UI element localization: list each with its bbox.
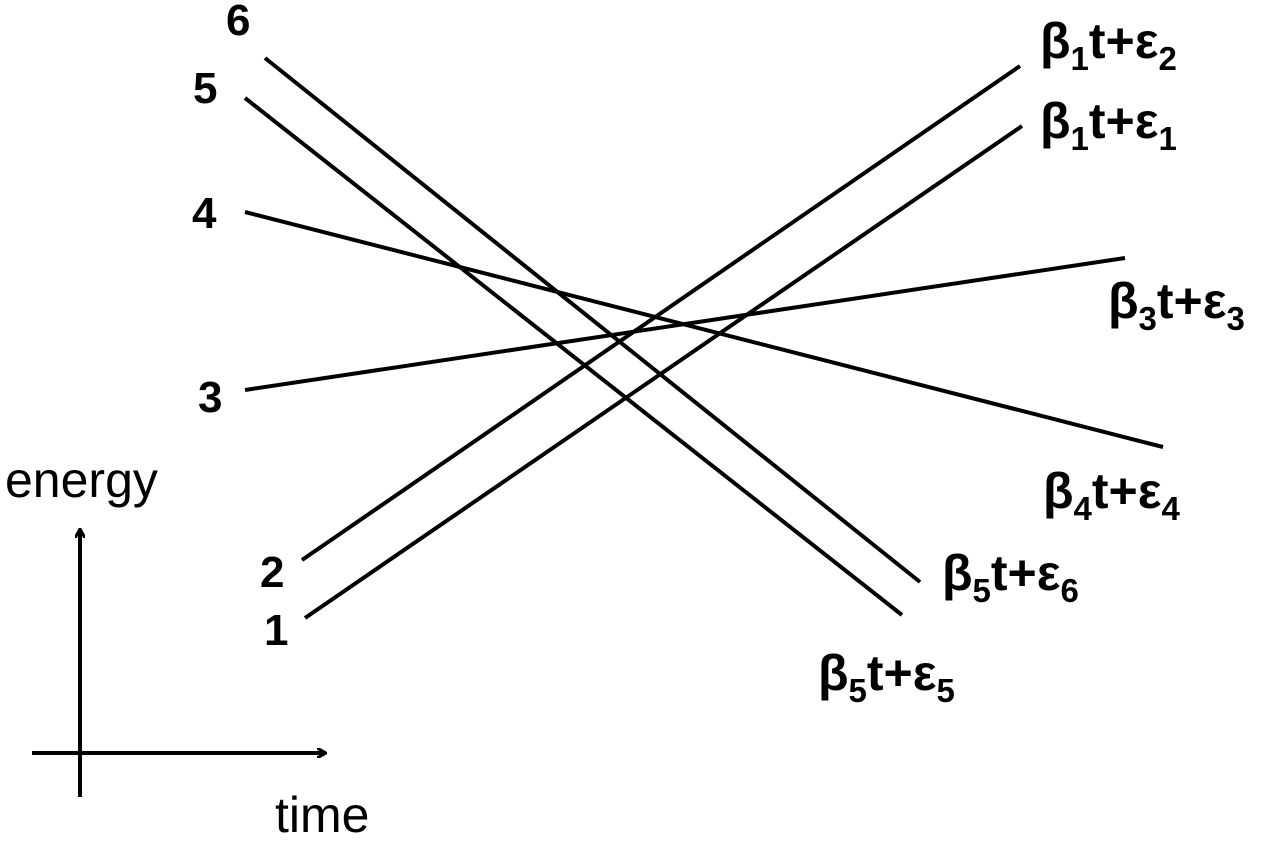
start-labels: 1 2 3 4 5 6 (192, 0, 288, 655)
y-axis-label: energy (5, 452, 158, 508)
end-label-line-3: β3t+ε3 (1108, 273, 1245, 337)
energy-lines (243, 56, 1164, 620)
x-axis-label: time (275, 787, 369, 843)
end-label-line-1: β1t+ε1 (1040, 93, 1177, 157)
start-label-4: 4 (192, 189, 217, 238)
energy-line-6 (263, 56, 922, 584)
start-label-5: 5 (193, 64, 217, 113)
end-labels: β1t+ε2 β1t+ε1 β3t+ε3 β4t+ε4 β5t+ε6 β5t+ε… (818, 13, 1245, 709)
axes: energy time (5, 452, 369, 843)
start-label-1: 1 (264, 606, 288, 655)
energy-line-1 (303, 124, 1024, 620)
end-label-line-6: β5t+ε6 (942, 545, 1079, 609)
energy-line-4 (244, 210, 1164, 449)
end-label-line-5: β5t+ε5 (818, 645, 955, 709)
energy-line-5 (243, 96, 904, 617)
start-label-3: 3 (198, 373, 222, 422)
start-label-2: 2 (260, 548, 284, 597)
end-label-line-2: β1t+ε2 (1040, 13, 1177, 77)
start-label-6: 6 (226, 0, 250, 45)
energy-line-2 (300, 64, 1022, 562)
end-label-line-4: β4t+ε4 (1043, 463, 1180, 527)
